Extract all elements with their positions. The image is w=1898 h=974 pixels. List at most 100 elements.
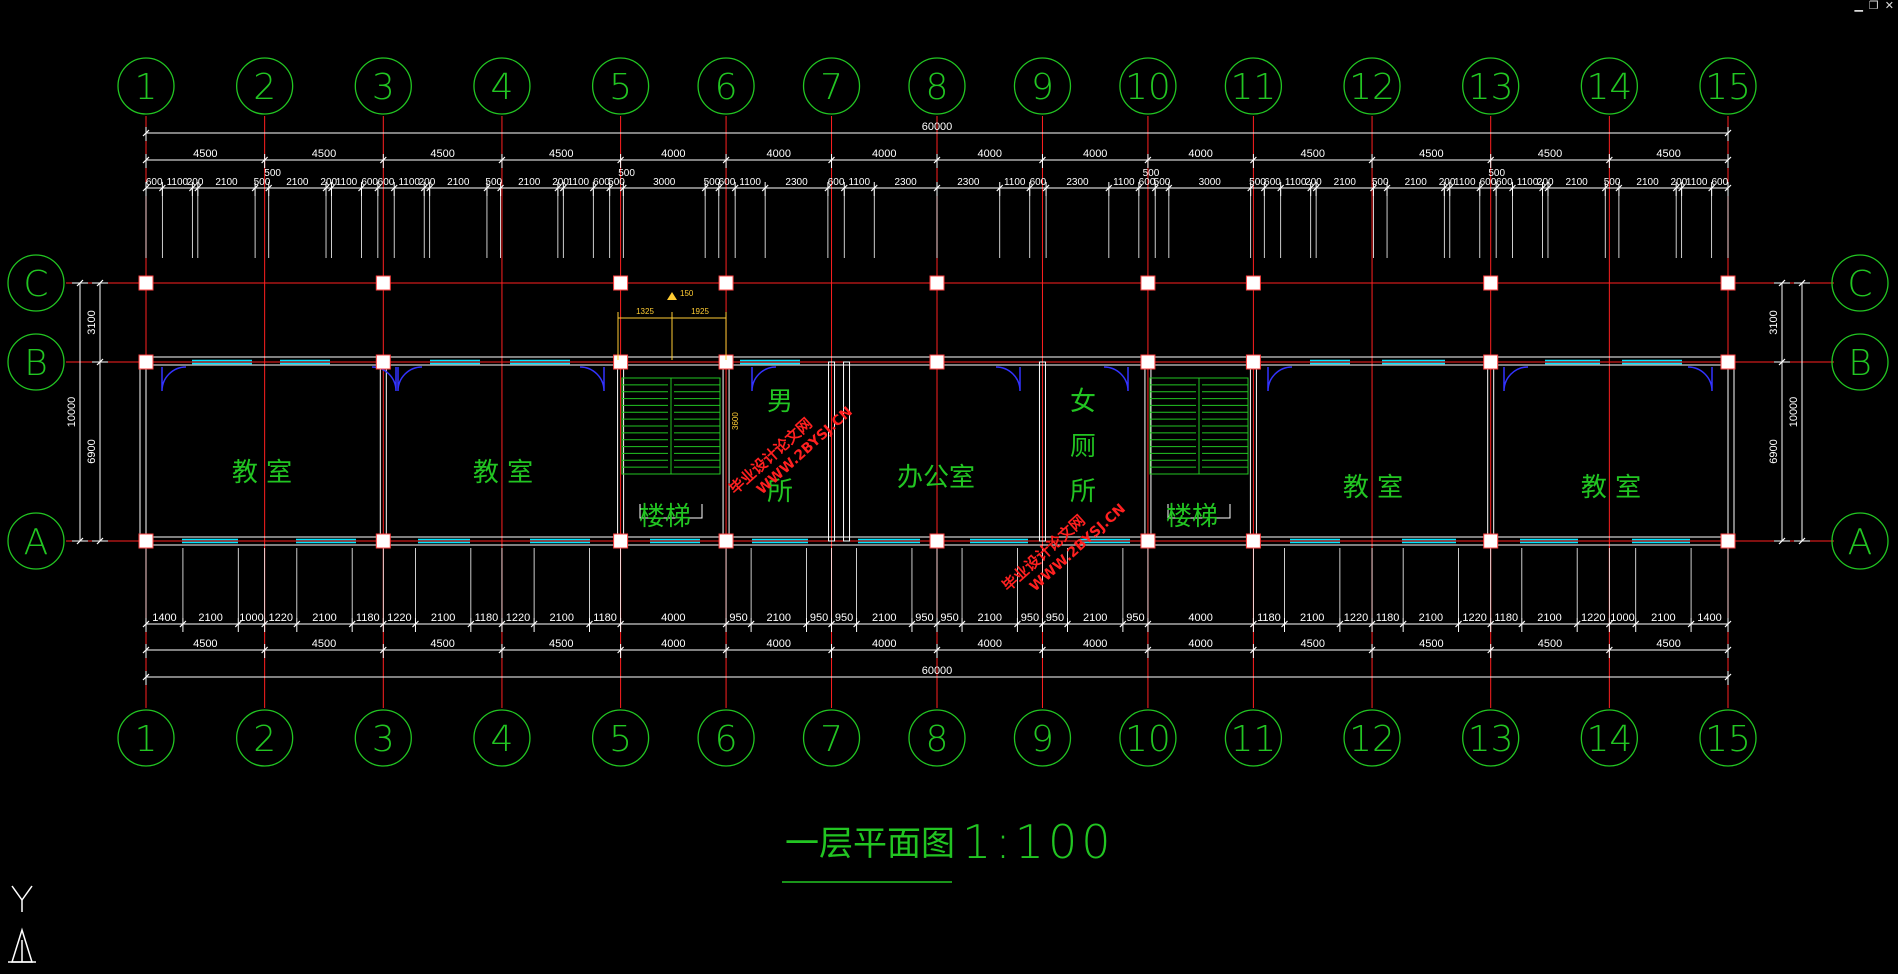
axis-bubble-top-12-circle xyxy=(1343,57,1401,115)
axis-bubble-top-13[interactable]: 13 xyxy=(1462,57,1520,115)
dim-top-detail-tick-39 xyxy=(1312,184,1320,192)
axis-bubble-top-11[interactable]: 11 xyxy=(1224,57,1283,115)
dim-bottom-detail-tick-36 xyxy=(1632,620,1640,628)
axis-bubble-bottom-11[interactable]: 11 xyxy=(1224,709,1283,767)
axis-bubble-right-B[interactable]: B xyxy=(1831,333,1889,391)
dim-left-parts-tick-0 xyxy=(96,279,104,287)
axis-bubble-right-C[interactable]: C xyxy=(1831,254,1889,312)
axis-bubble-bottom-1[interactable]: 1 xyxy=(117,709,175,767)
axis-bubble-bottom-9[interactable]: 9 xyxy=(1013,709,1072,767)
dim-top-detail-tick-29 xyxy=(1026,184,1034,192)
dim-top-detail-text-33: 500 xyxy=(1154,177,1171,188)
axis-bubble-bottom-9-circle xyxy=(1013,709,1072,767)
minimize-icon[interactable]: ▁ xyxy=(1854,0,1863,12)
axis-bubble-bottom-10[interactable]: 10 xyxy=(1119,709,1177,767)
axis-bubble-top-7[interactable]: 7 xyxy=(802,57,861,115)
axis-bubble-left-A[interactable]: A xyxy=(7,512,65,570)
dim-top-detail-tick-24 xyxy=(824,184,832,192)
dim-top-detail-tick-26 xyxy=(870,184,878,192)
dim-bottom-detail-text-9: 1220 xyxy=(506,612,530,624)
dim-top-detail-tick-21 xyxy=(715,184,723,192)
dim-top-bays-tick-12 xyxy=(1487,156,1495,164)
axis-bubble-bottom-12[interactable]: 12 xyxy=(1343,709,1401,767)
axis-bubble-top-15-circle xyxy=(1699,57,1757,115)
axis-bubble-top-2[interactable]: 2 xyxy=(235,57,294,115)
dim-top-detail-tick-0 xyxy=(142,184,150,192)
axis-bubble-top-14[interactable]: 14 xyxy=(1580,57,1638,115)
dim-top-detail-tick-33 xyxy=(1151,184,1159,192)
dim-top-detail-tick-12 xyxy=(426,184,434,192)
axis-bubble-top-6[interactable]: 6 xyxy=(697,57,755,115)
axis-bubble-top-12[interactable]: 12 xyxy=(1343,57,1401,115)
axis-bubble-bottom-7[interactable]: 7 xyxy=(802,709,861,767)
axis-bubble-right-A-circle xyxy=(1831,512,1889,570)
dim-top-detail-tick-8 xyxy=(358,184,365,192)
axis-bubble-bottom-3-circle xyxy=(354,709,412,767)
dim-top-total-tick-0 xyxy=(142,129,150,137)
axis-bubble-bottom-2[interactable]: 2 xyxy=(235,709,294,767)
axis-bubble-top-1[interactable]: 1 xyxy=(117,57,175,115)
dim-right-total-tick-1 xyxy=(1798,537,1806,545)
dim-bottom-detail-tick-38 xyxy=(1724,620,1732,628)
dim-top-bays-text-10: 4500 xyxy=(1300,148,1324,160)
dim-top-detail-text-38: 200 xyxy=(1305,177,1322,188)
door-3 xyxy=(579,366,605,392)
axis-bubble-bottom-2-circle xyxy=(235,709,294,767)
axis-bubble-bottom-3[interactable]: 3 xyxy=(354,709,412,767)
axis-bubble-bottom-10-circle xyxy=(1119,709,1177,767)
axis-bubble-left-C[interactable]: C xyxy=(7,254,65,312)
dim-top-bays-text-4: 4000 xyxy=(661,148,685,160)
restore-icon[interactable]: ❐ xyxy=(1868,0,1879,12)
dim-top-bays-tick-1 xyxy=(261,156,269,164)
dim-bottom-detail-tick-11 xyxy=(586,620,593,628)
dim-bottom-detail-tick-12 xyxy=(617,620,625,628)
axis-bubble-top-11-circle xyxy=(1224,57,1283,115)
dim-bottom-bays-text-6: 4000 xyxy=(872,638,896,650)
axis-bubble-bottom-14[interactable]: 14 xyxy=(1580,709,1638,767)
close-icon[interactable]: ✕ xyxy=(1884,0,1894,12)
axis-bubble-top-3[interactable]: 3 xyxy=(354,57,412,115)
dim-bottom-detail-text-11: 1180 xyxy=(593,612,617,624)
axis-bubble-top-4[interactable]: 4 xyxy=(473,57,531,115)
axis-bubble-bottom-12-label: 12 xyxy=(1349,719,1395,760)
dim-top-detail-text-34: 3000 xyxy=(1199,177,1222,188)
dim-top-detail-text-49: 500 xyxy=(1604,177,1621,188)
dim-bottom-detail-text-27: 2100 xyxy=(1300,612,1324,624)
dim-bottom-detail-text-17: 2100 xyxy=(872,612,896,624)
door-8 xyxy=(1503,366,1529,392)
axis-bubble-left-B[interactable]: B xyxy=(7,333,65,391)
dim-top-detail-tick-31 xyxy=(1105,184,1113,192)
axis-bubble-right-A-label: A xyxy=(1848,522,1873,563)
dim-bottom-detail-text-22: 950 xyxy=(1046,612,1064,624)
axis-bubble-top-15[interactable]: 15 xyxy=(1699,57,1757,115)
axis-bubble-bottom-15[interactable]: 15 xyxy=(1699,709,1757,767)
dim-bottom-bays-tick-0 xyxy=(142,646,150,654)
stair-dim-text-2: 150 xyxy=(680,289,694,298)
axis-bubble-top-9[interactable]: 9 xyxy=(1013,57,1072,115)
axis-bubble-bottom-13[interactable]: 13 xyxy=(1462,709,1520,767)
dim-bottom-bays-tick-5 xyxy=(722,646,730,654)
axis-bubble-top-8-label: 8 xyxy=(926,67,949,108)
dim-top-bays-tick-9 xyxy=(1144,156,1152,164)
axis-bubble-bottom-5[interactable]: 5 xyxy=(591,709,650,767)
axis-bubble-bottom-4[interactable]: 4 xyxy=(473,709,531,767)
axis-bubble-top-11-label: 11 xyxy=(1230,67,1276,108)
column-5 xyxy=(1140,275,1156,291)
axis-bubble-top-5[interactable]: 5 xyxy=(591,57,650,115)
dim-top-bays-text-1: 4500 xyxy=(312,148,336,160)
column-6 xyxy=(1245,275,1261,291)
axis-bubble-right-A[interactable]: A xyxy=(1831,512,1889,570)
axis-bubble-top-2-circle xyxy=(235,57,294,115)
dim-top-detail-text-9: 600 xyxy=(378,177,395,188)
dim-bottom-bays-text-12: 4500 xyxy=(1538,638,1562,650)
axis-bubble-top-10[interactable]: 10 xyxy=(1119,57,1177,115)
axis-bubble-bottom-6-label: 6 xyxy=(715,719,738,760)
dim-bottom-bays-tick-3 xyxy=(498,646,506,654)
axis-bubble-top-8[interactable]: 8 xyxy=(908,57,966,115)
dim-top-detail-tick-20 xyxy=(701,184,709,192)
axis-bubble-bottom-7-label: 7 xyxy=(820,719,843,760)
axis-bubble-bottom-6[interactable]: 6 xyxy=(697,709,755,767)
axis-bubble-bottom-8[interactable]: 8 xyxy=(908,709,966,767)
axis-bubbles[interactable]: 1122334455667788991010111112121313141415… xyxy=(7,57,1889,767)
